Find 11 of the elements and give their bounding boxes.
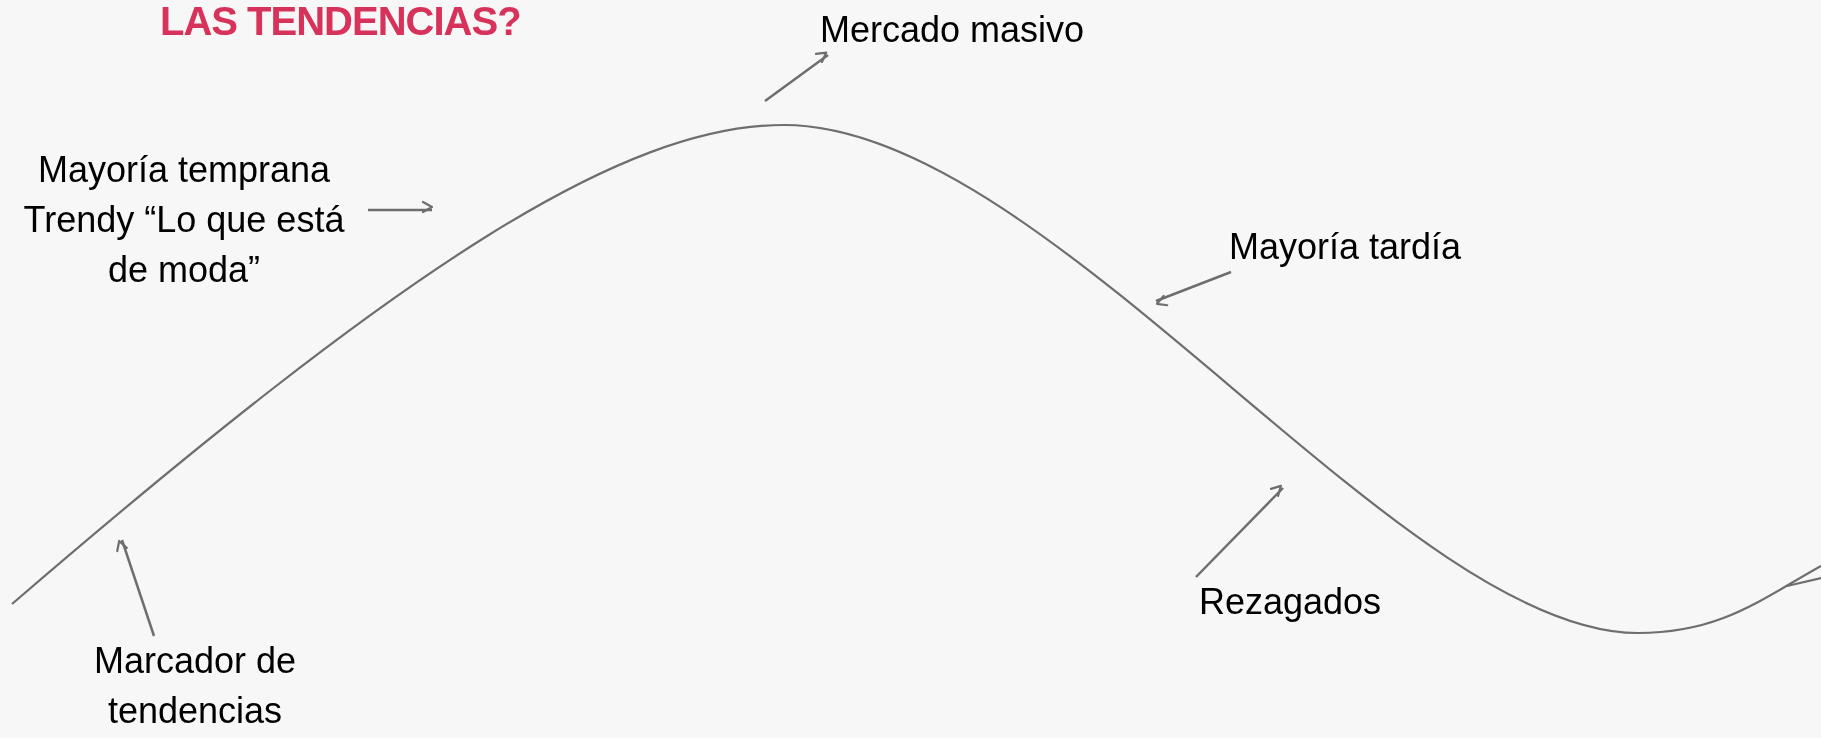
arrow [116, 539, 156, 637]
arrow [1155, 270, 1232, 306]
arrow [764, 52, 829, 102]
stage-label: Mayoría tardía [1180, 222, 1510, 272]
arrow [368, 201, 433, 213]
stage-label: Mercado masivo [772, 5, 1132, 55]
arrow [1195, 485, 1284, 578]
title: LAS TENDENCIAS? [160, 0, 521, 42]
stage-label: Marcador de tendencias [40, 636, 350, 736]
stage-label: Rezagados [1165, 577, 1415, 627]
stage-label: Mayoría temprana Trendy “Lo que está de moda” [0, 145, 368, 295]
